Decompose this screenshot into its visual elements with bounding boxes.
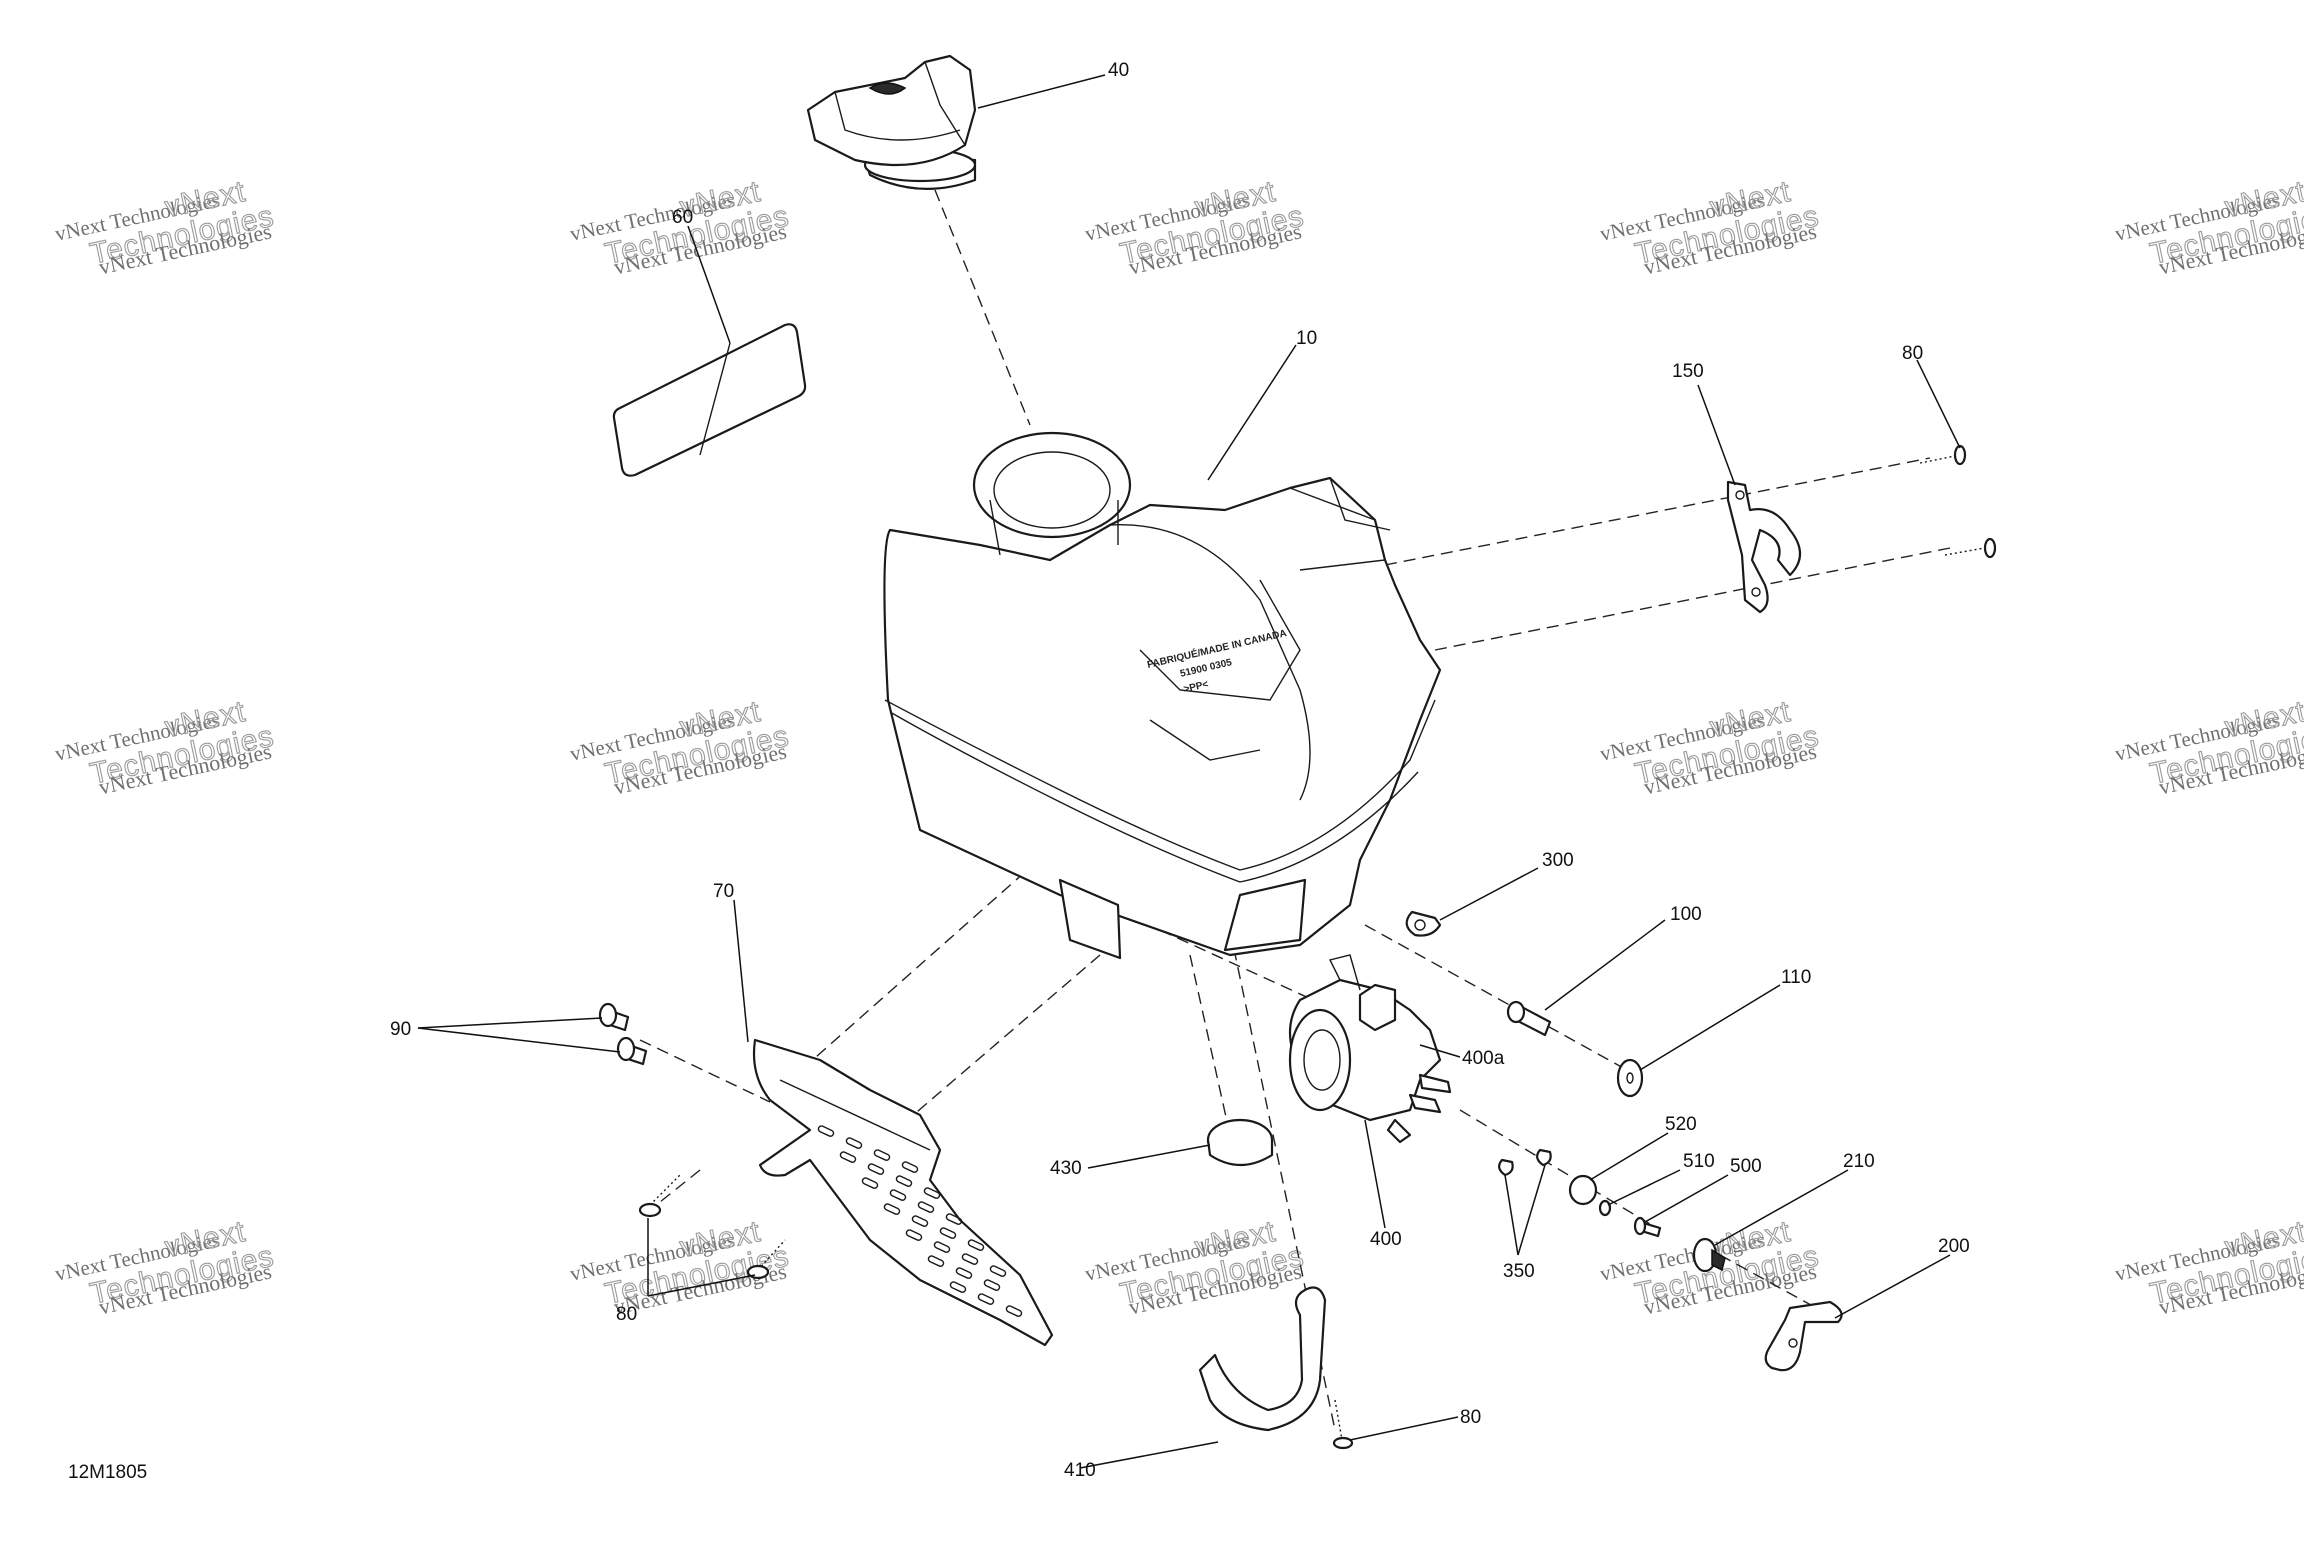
skid-plate-slot — [845, 1137, 863, 1149]
watermark-tile: vNext TechnologiesvNextTechnologiesvNext… — [568, 695, 793, 800]
skid-plate-slot — [889, 1189, 907, 1201]
skid-plate-slot — [1005, 1305, 1023, 1317]
tank-part-10: FABRIQUÉ/MADE IN CANADA 51900 0305 >PP< — [883, 431, 1442, 960]
strap-part-410 — [1198, 1286, 1327, 1432]
callout-210: 210 — [1843, 1151, 1875, 1172]
bracket-part-200 — [1764, 1300, 1843, 1372]
callout-110: 110 — [1781, 967, 1811, 988]
callout-100: 100 — [1670, 904, 1702, 925]
ring-part-430 — [1206, 1118, 1274, 1166]
skid-plate-slot — [983, 1279, 1001, 1291]
cap-part-40 — [806, 54, 977, 190]
screw-80-left-1 — [638, 1174, 681, 1218]
skid-plate-slot — [923, 1187, 941, 1199]
callout-400a: 400a — [1462, 1048, 1505, 1069]
callout-80-upper: 80 — [1902, 343, 1923, 364]
skid-plate-slot — [955, 1267, 973, 1279]
nut-part-210 — [1692, 1237, 1726, 1273]
callout-90: 90 — [390, 1019, 411, 1040]
skid-plate-slot — [977, 1293, 995, 1305]
callout-500: 500 — [1730, 1156, 1762, 1177]
watermark-tile: vNext TechnologiesvNextTechnologiesvNext… — [53, 175, 278, 280]
skid-plate-slot — [817, 1125, 835, 1137]
clips-part-350 — [1498, 1148, 1552, 1177]
callout-150: 150 — [1672, 361, 1704, 382]
callout-350: 350 — [1503, 1261, 1535, 1282]
grommet-part-520 — [1568, 1174, 1598, 1206]
skid-plate-slot — [883, 1203, 901, 1215]
watermark-tile: vNext TechnologiesvNextTechnologiesvNext… — [1598, 695, 1823, 800]
screw-80-lower — [1332, 1399, 1354, 1450]
screw-part-500 — [1633, 1216, 1662, 1238]
skid-plate-slot — [867, 1163, 885, 1175]
skid-plate-slot — [961, 1253, 979, 1265]
bolt-part-100 — [1506, 1000, 1552, 1037]
callout-400: 400 — [1370, 1229, 1402, 1250]
clamp-part-300 — [1405, 910, 1442, 937]
callout-410: 410 — [1064, 1460, 1096, 1481]
callout-510: 510 — [1683, 1151, 1715, 1172]
skid-plate-slot — [967, 1239, 985, 1251]
watermark-tile: vNext TechnologiesvNextTechnologiesvNext… — [568, 175, 793, 280]
skid-plate-slot — [917, 1201, 935, 1213]
watermark-tile: vNext TechnologiesvNextTechnologiesvNext… — [1083, 175, 1308, 280]
watermark-tile: vNext TechnologiesvNextTechnologiesvNext… — [53, 1215, 278, 1320]
watermark-tile: vNext TechnologiesvNextTechnologiesvNext… — [2113, 175, 2304, 280]
callout-80-lower: 80 — [1460, 1407, 1481, 1428]
watermark-tile: vNext TechnologiesvNextTechnologiesvNext… — [1598, 175, 1823, 280]
skid-plate-slot — [933, 1241, 951, 1253]
skid-plate-slot — [839, 1151, 857, 1163]
watermark-tile: vNext TechnologiesvNextTechnologiesvNext… — [1598, 1215, 1823, 1320]
callout-60: 60 — [672, 207, 693, 228]
skid-plate-slot — [873, 1149, 891, 1161]
screw-80-upper-2 — [1944, 537, 1997, 559]
leader-lines — [417, 74, 1961, 1469]
skid-plate-slot — [939, 1227, 957, 1239]
callout-430: 430 — [1050, 1158, 1082, 1179]
callout-200: 200 — [1938, 1236, 1970, 1257]
bracket-part-150 — [1726, 480, 1802, 614]
callout-300: 300 — [1542, 850, 1574, 871]
bolts-part-90 — [598, 1002, 648, 1066]
label-part-60 — [612, 323, 807, 477]
skid-plate-slot — [895, 1175, 913, 1187]
watermark-tile: vNext TechnologiesvNextTechnologiesvNext… — [53, 695, 278, 800]
callout-520: 520 — [1665, 1114, 1697, 1135]
callout-10: 10 — [1296, 328, 1317, 349]
watermark-tile: vNext TechnologiesvNextTechnologiesvNext… — [2113, 695, 2304, 800]
washer-part-510 — [1598, 1199, 1612, 1217]
skid-plate-slot — [911, 1215, 929, 1227]
callout-40: 40 — [1108, 60, 1129, 81]
skid-plate-slot — [927, 1255, 945, 1267]
skid-plate-slot — [945, 1213, 963, 1225]
skid-plate-part-70 — [752, 1038, 1054, 1347]
drawing-code: 12M1805 — [68, 1462, 147, 1483]
skid-plate-slot — [861, 1177, 879, 1189]
pump-part-400 — [1288, 954, 1452, 1144]
skid-plate-slot — [949, 1281, 967, 1293]
washer-part-110 — [1616, 1058, 1644, 1098]
skid-plate-slots — [817, 1125, 1023, 1317]
watermark-tile: vNext TechnologiesvNextTechnologiesvNext… — [1083, 1215, 1308, 1320]
callout-70: 70 — [713, 881, 734, 902]
skid-plate-slot — [905, 1229, 923, 1241]
callout-labels: 40 60 10 150 80 300 100 110 400a 70 90 4… — [390, 60, 1970, 1481]
skid-plate-slot — [901, 1161, 919, 1173]
callout-80-left: 80 — [616, 1304, 637, 1325]
screw-80-upper-1 — [1919, 444, 1967, 466]
skid-plate-slot — [989, 1265, 1007, 1277]
watermark-tile: vNext TechnologiesvNextTechnologiesvNext… — [2113, 1215, 2304, 1320]
